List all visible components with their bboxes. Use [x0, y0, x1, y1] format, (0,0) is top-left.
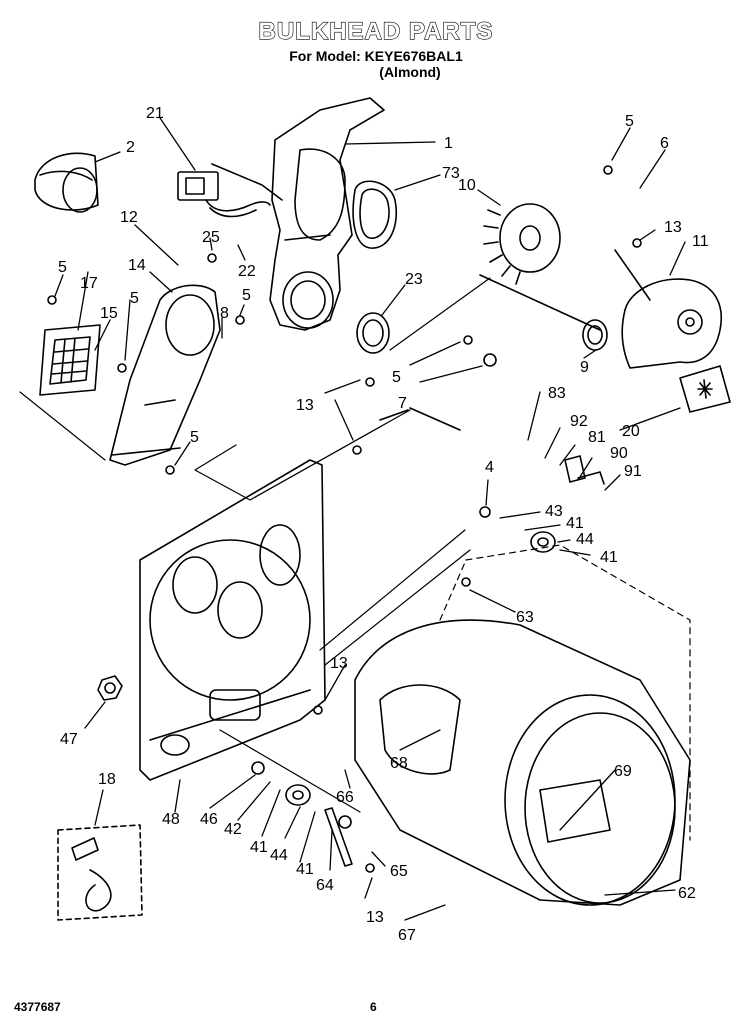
ring-part-23 — [356, 312, 390, 354]
callout-41d: 41 — [296, 861, 314, 878]
page-title: BULKHEAD PARTS — [258, 17, 494, 45]
callout-13d: 13 — [366, 909, 384, 926]
callout-48: 48 — [162, 811, 180, 828]
callout-23: 23 — [405, 271, 423, 288]
model-line: For Model: KEYE676BAL1 — [289, 48, 463, 64]
wire-kit-part-18 — [57, 824, 143, 921]
callout-43: 43 — [545, 503, 563, 520]
callout-81: 81 — [588, 429, 606, 446]
callout-44a: 44 — [576, 531, 594, 548]
callout-21: 21 — [146, 105, 164, 122]
lint-housing-part-14 — [109, 284, 221, 466]
callout-73: 73 — [442, 165, 460, 182]
callout-69: 69 — [614, 763, 632, 780]
callout-12: 12 — [120, 209, 138, 226]
assembly-guide-lines — [19, 277, 691, 841]
drum-roller-part-44 — [285, 531, 556, 806]
callout-9: 9 — [580, 359, 589, 376]
gasket-part-9 — [582, 319, 608, 351]
page-number: 6 — [370, 1000, 377, 1014]
callout-41a: 41 — [566, 515, 584, 532]
callout-62: 62 — [678, 885, 696, 902]
callout-arrows — [54, 117, 686, 921]
callout-5a: 5 — [625, 113, 634, 130]
seal-part-73 — [352, 180, 397, 249]
callout-83: 83 — [548, 385, 566, 402]
callout-8: 8 — [220, 305, 229, 322]
callout-1: 1 — [444, 135, 453, 152]
callout-13b: 13 — [296, 397, 314, 414]
callout-46: 46 — [200, 811, 218, 828]
label-part-20 — [679, 365, 731, 413]
callout-6: 6 — [660, 135, 669, 152]
nut-part-47 — [97, 675, 123, 701]
front-bulkhead-panel — [139, 459, 326, 781]
callout-20: 20 — [622, 423, 640, 440]
callout-41c: 41 — [250, 839, 268, 856]
callout-5f: 5 — [392, 369, 401, 386]
drum-part-67 — [354, 619, 691, 906]
callout-18: 18 — [98, 771, 116, 788]
callout-44b: 44 — [270, 847, 288, 864]
fasteners — [47, 165, 642, 873]
callout-10: 10 — [458, 177, 476, 194]
callout-labels: 1 2 4 5 5 5 5 5 5 6 7 8 9 10 11 12 13 13… — [58, 105, 709, 944]
callout-13a: 13 — [664, 219, 682, 236]
callout-13c: 13 — [330, 655, 348, 672]
callout-67: 67 — [398, 927, 416, 944]
callout-5e: 5 — [190, 429, 199, 446]
callout-5b: 5 — [58, 259, 67, 276]
callout-22: 22 — [238, 263, 256, 280]
callout-92: 92 — [570, 413, 588, 430]
callout-5c: 5 — [130, 290, 139, 307]
callout-15: 15 — [100, 305, 118, 322]
callout-63: 63 — [516, 609, 534, 626]
callout-14: 14 — [128, 257, 146, 274]
callout-65: 65 — [390, 863, 408, 880]
blower-wheel-part-10 — [479, 203, 601, 331]
callout-64: 64 — [316, 877, 334, 894]
callout-7: 7 — [398, 395, 407, 412]
callout-5d: 5 — [242, 287, 251, 304]
doc-number: 4377687 — [14, 1000, 61, 1014]
callout-4: 4 — [485, 459, 494, 476]
callout-91: 91 — [624, 463, 642, 480]
callout-47: 47 — [60, 731, 78, 748]
duct-part-2 — [34, 152, 99, 213]
color-line: (Almond) — [379, 64, 441, 80]
callout-90: 90 — [610, 445, 628, 462]
callout-25: 25 — [202, 229, 220, 246]
thermal-fuse-part-21 — [177, 163, 283, 218]
callout-42: 42 — [224, 821, 242, 838]
blower-housing-part-11 — [614, 249, 722, 369]
callout-2: 2 — [126, 139, 135, 156]
callout-11: 11 — [692, 233, 709, 250]
callout-66: 66 — [336, 789, 354, 806]
callout-17: 17 — [80, 275, 98, 292]
callout-68: 68 — [390, 755, 408, 772]
callout-41b: 41 — [600, 549, 618, 566]
lint-screen-part-17 — [39, 324, 101, 396]
bulkhead-upper-part-1 — [269, 97, 385, 331]
